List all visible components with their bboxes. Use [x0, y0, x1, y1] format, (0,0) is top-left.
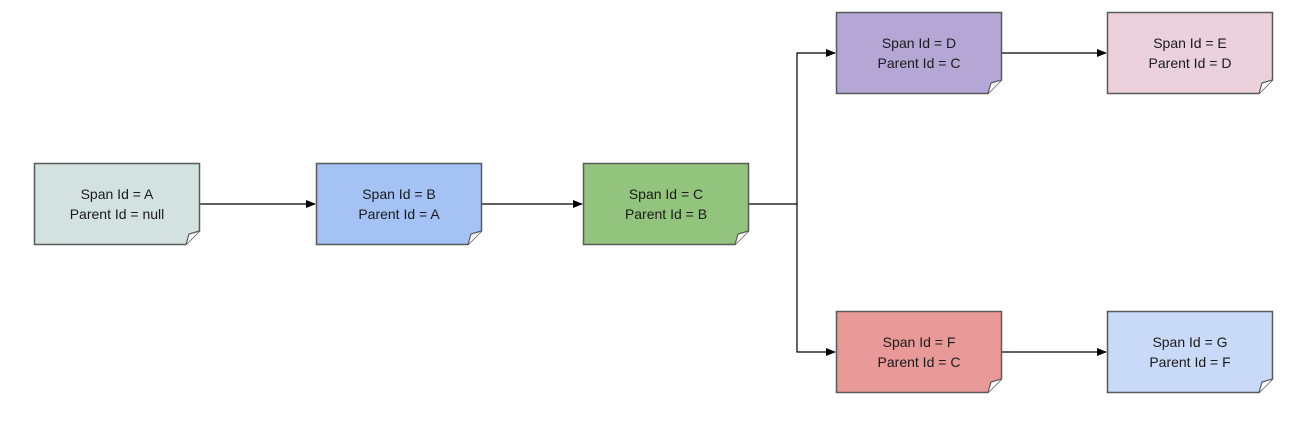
span-id-label: Span Id = B: [362, 186, 436, 202]
span-id-label: Span Id = G: [1152, 334, 1228, 350]
parent-id-label: Parent Id = A: [358, 206, 440, 222]
span-id-label: Span Id = F: [882, 334, 956, 350]
span-node-c: Span Id = C Parent Id = B: [582, 162, 750, 246]
span-node-g: Span Id = G Parent Id = F: [1106, 310, 1274, 394]
span-node-b: Span Id = B Parent Id = A: [315, 162, 483, 246]
span-id-label: Span Id = E: [1153, 35, 1227, 51]
span-id-label: Span Id = A: [80, 186, 154, 202]
parent-id-label: Parent Id = B: [624, 206, 708, 222]
span-node-f: Span Id = F Parent Id = C: [835, 310, 1003, 394]
span-node-e: Span Id = E Parent Id = D: [1106, 11, 1274, 95]
parent-id-label: Parent Id = F: [1149, 354, 1231, 370]
parent-id-label: Parent Id = C: [877, 55, 961, 71]
span-id-label: Span Id = C: [628, 186, 704, 202]
span-node-a: Span Id = A Parent Id = null: [33, 162, 201, 246]
span-node-d: Span Id = D Parent Id = C: [835, 11, 1003, 95]
edge-c-to-d: [749, 49, 836, 205]
parent-id-label: Parent Id = D: [1148, 55, 1232, 71]
edge-c-to-f: [796, 204, 836, 356]
parent-id-label: Parent Id = null: [69, 206, 165, 222]
parent-id-label: Parent Id = C: [877, 354, 961, 370]
span-id-label: Span Id = D: [881, 35, 957, 51]
